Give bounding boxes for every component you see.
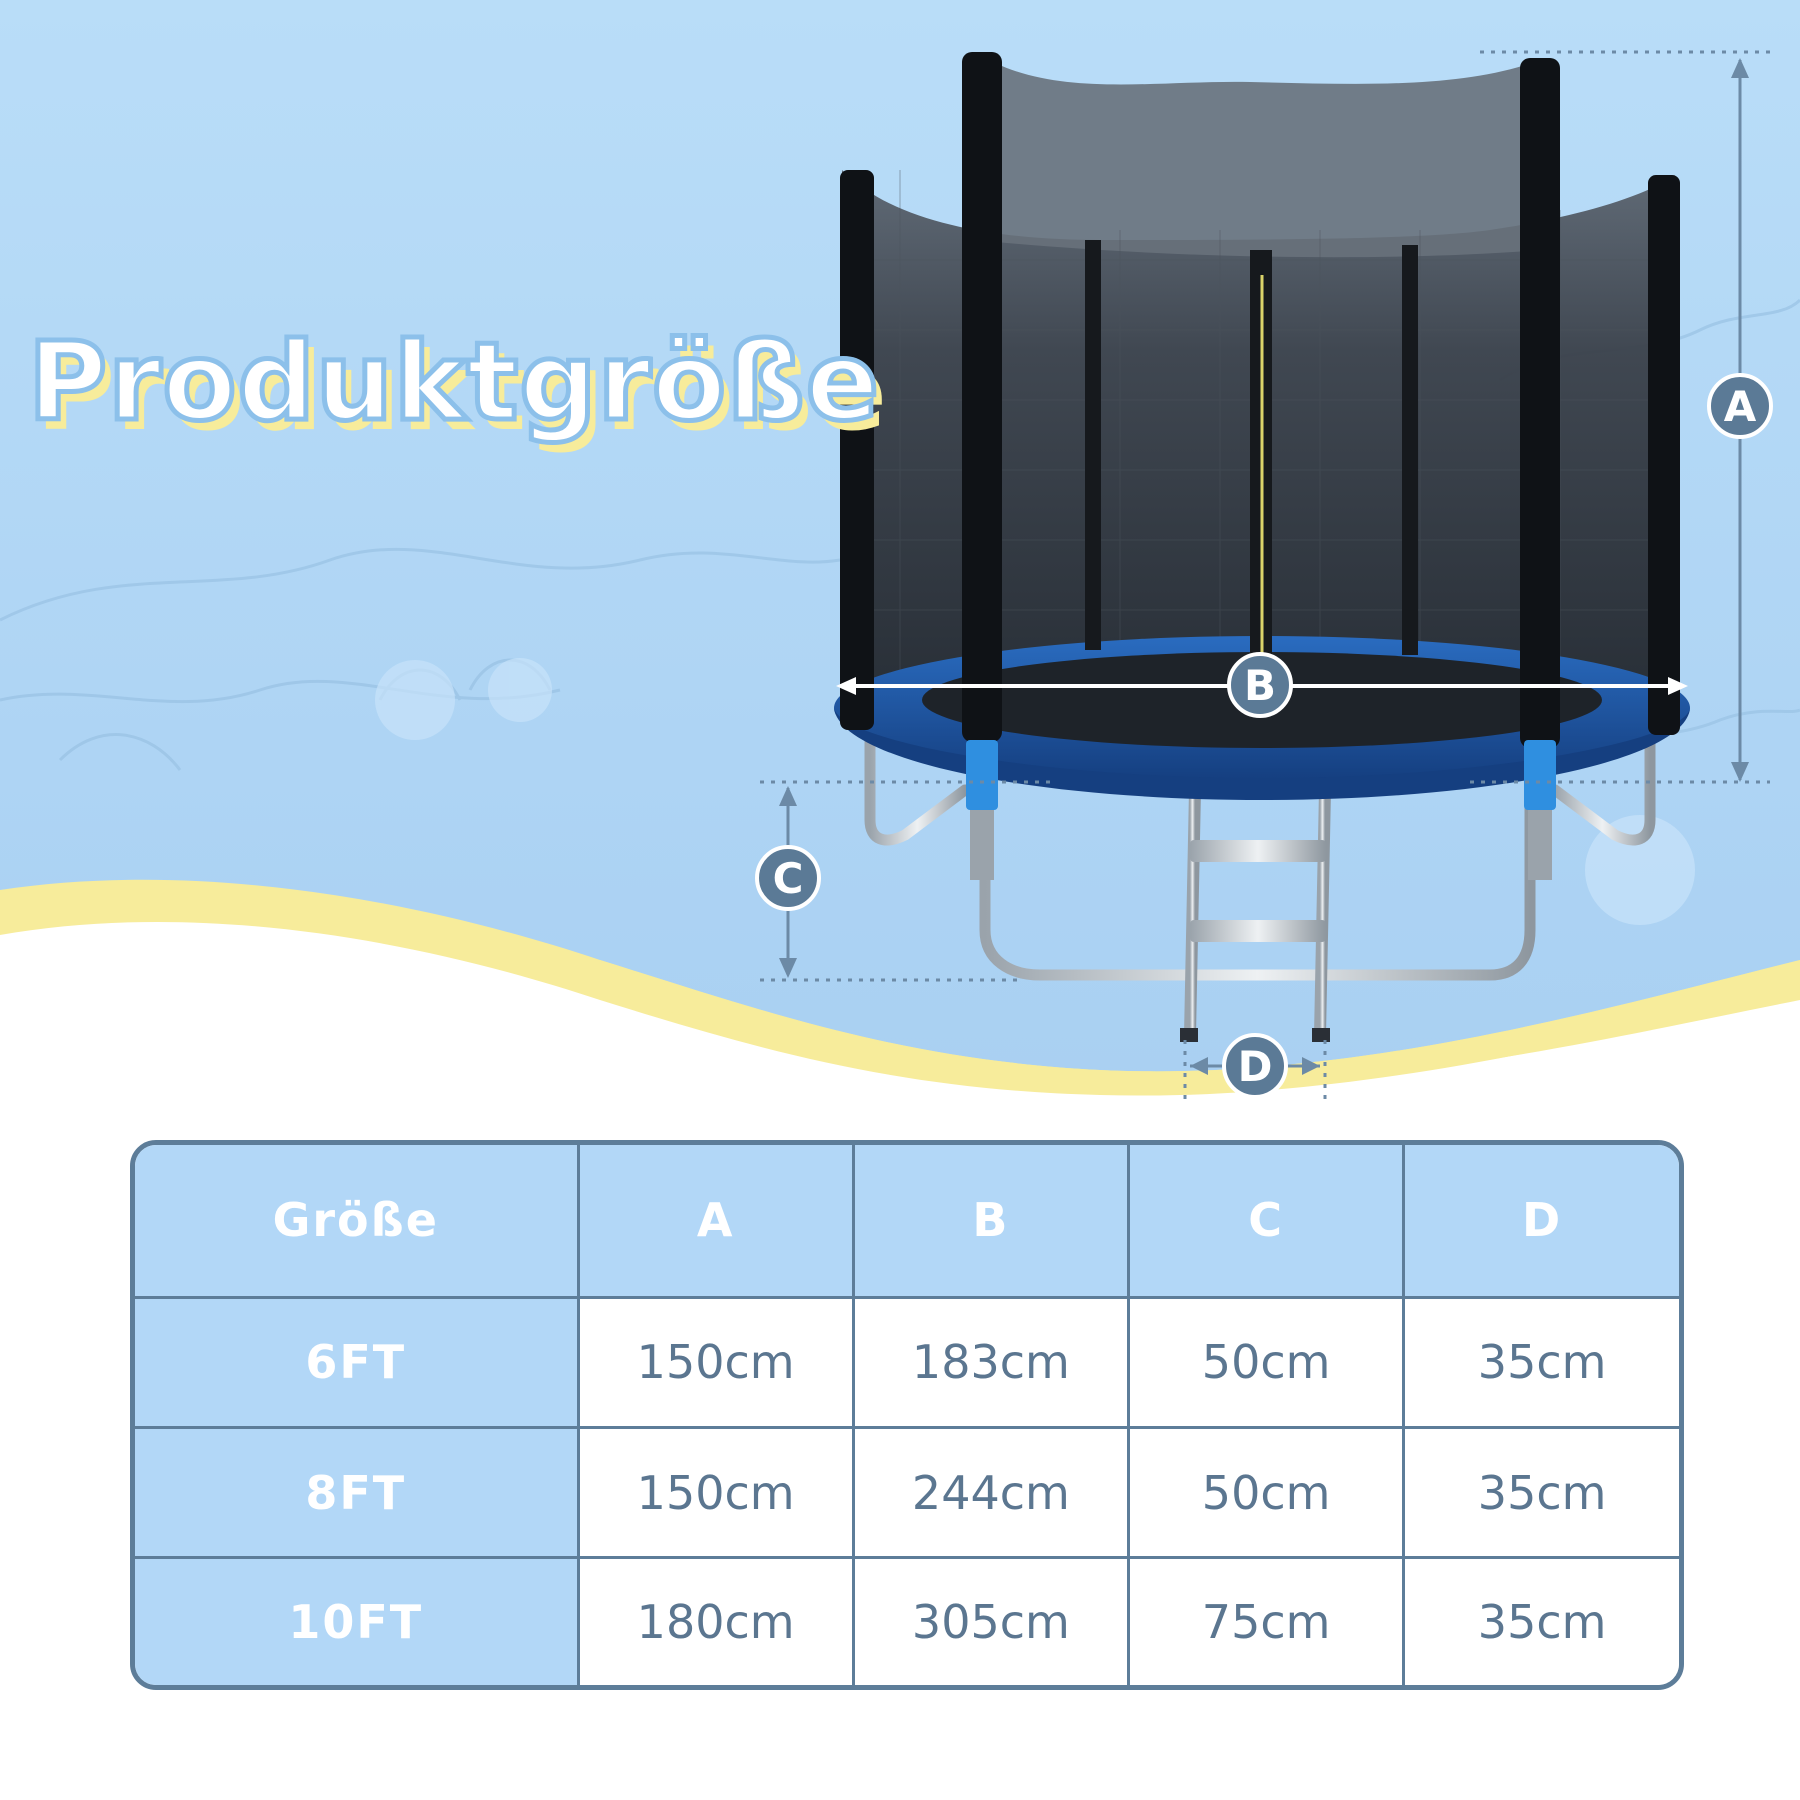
cell-c: 50cm (1126, 1425, 1406, 1560)
dimension-marker-d: D (1222, 1033, 1288, 1099)
size-table: Größe A B C D 6FT 150cm 183cm 50cm 35cm … (130, 1140, 1684, 1690)
table-row: 8FT 150cm 244cm 50cm 35cm (135, 1425, 1679, 1560)
header-a: A (576, 1145, 855, 1299)
table-row: 6FT 150cm 183cm 50cm 35cm (135, 1297, 1679, 1429)
table-row: 10FT 180cm 305cm 75cm 35cm (135, 1556, 1679, 1685)
dimension-marker-a: A (1707, 373, 1773, 439)
cell-d: 35cm (1402, 1556, 1679, 1685)
cell-b: 305cm (851, 1556, 1131, 1685)
cell-c: 75cm (1126, 1556, 1406, 1685)
cell-a: 150cm (576, 1425, 855, 1560)
cell-b: 244cm (851, 1425, 1131, 1560)
header-size: Größe (135, 1145, 580, 1299)
table-header-row: Größe A B C D (135, 1145, 1679, 1299)
cell-a: 180cm (576, 1556, 855, 1685)
header-c: C (1126, 1145, 1406, 1299)
dimension-marker-b: B (1227, 652, 1293, 718)
cell-c: 50cm (1126, 1297, 1406, 1429)
header-d: D (1402, 1145, 1679, 1299)
cell-d: 35cm (1402, 1297, 1679, 1429)
row-size-label: 10FT (135, 1556, 580, 1685)
page-title: Produktgröße (26, 318, 882, 448)
cell-a: 150cm (576, 1297, 855, 1429)
header-b: B (851, 1145, 1131, 1299)
cell-d: 35cm (1402, 1425, 1679, 1560)
cell-b: 183cm (851, 1297, 1131, 1429)
row-size-label: 8FT (135, 1425, 580, 1560)
dimension-marker-c: C (755, 845, 821, 911)
row-size-label: 6FT (135, 1297, 580, 1429)
